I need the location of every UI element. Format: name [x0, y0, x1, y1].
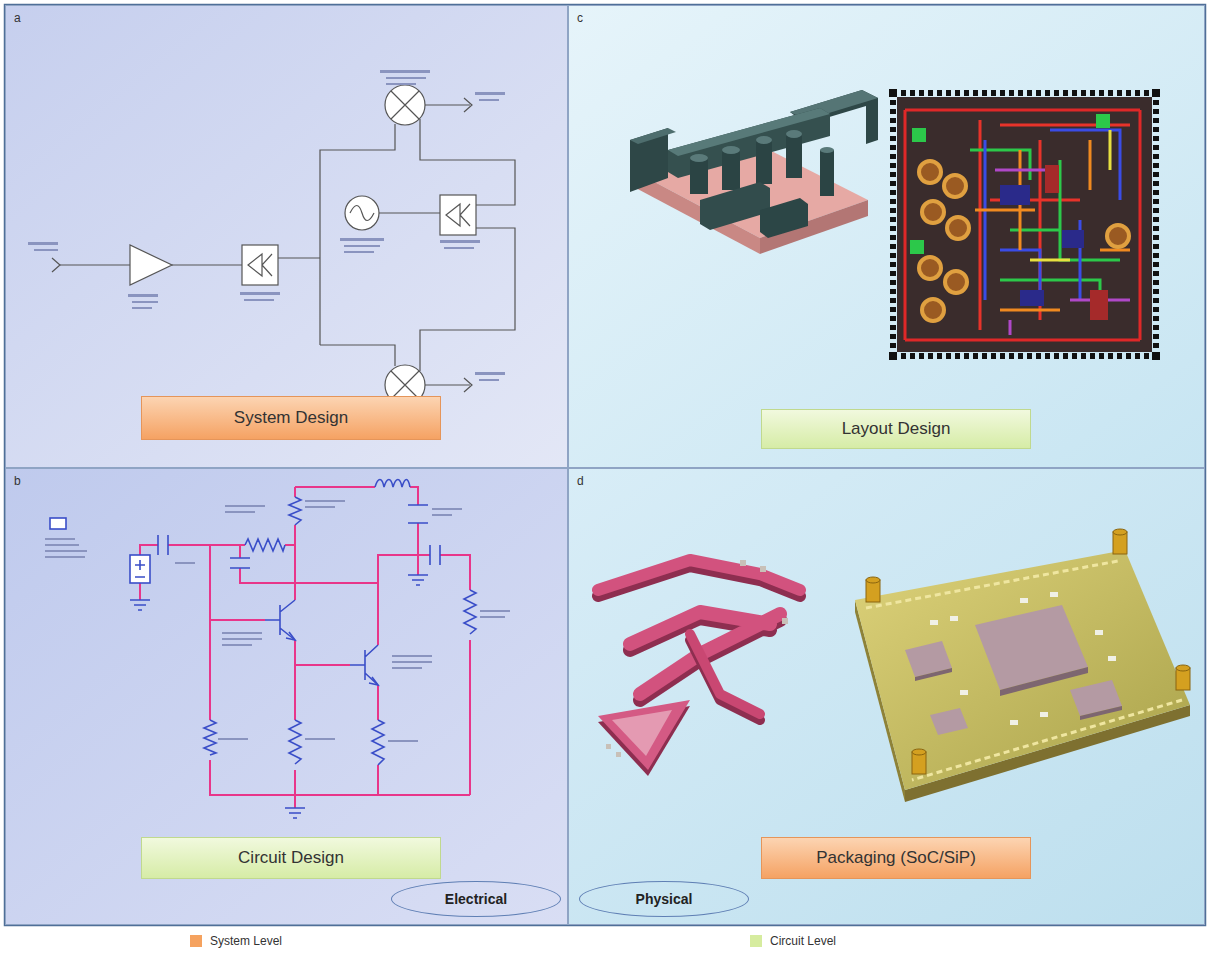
figure-panel: dPackaging (SoC/SiP) Physical [568, 468, 1205, 925]
legend-item: System Level [190, 934, 282, 948]
legend-swatch [750, 935, 762, 947]
pill-text: Physical [636, 891, 693, 907]
panel-letter: b [14, 474, 21, 488]
pill-text: Electrical [445, 891, 507, 907]
domain-pill: Physical [579, 881, 749, 917]
legend-item: Circuit Level [750, 934, 836, 948]
legend-text: System Level [210, 934, 282, 948]
stage-label-box: Packaging (SoC/SiP) [761, 837, 1031, 879]
figure-panel: cLayout Design [568, 5, 1205, 468]
legend-swatch [190, 935, 202, 947]
figure-panel: aSystem Design [5, 5, 568, 468]
stage-label: Layout Design [842, 419, 951, 439]
panel-letter: a [14, 11, 21, 25]
stage-label-box: Circuit Design [141, 837, 441, 879]
stage-label: System Design [234, 408, 348, 428]
domain-pill: Electrical [391, 881, 561, 917]
stage-label: Packaging (SoC/SiP) [816, 848, 976, 868]
figure-panel: bCircuit DesignElectrical [5, 468, 568, 925]
legend-text: Circuit Level [770, 934, 836, 948]
stage-label: Circuit Design [238, 848, 344, 868]
stage-label-box: Layout Design [761, 409, 1031, 449]
panel-letter: d [577, 474, 584, 488]
stage-label-box: System Design [141, 396, 441, 440]
panel-letter: c [577, 11, 583, 25]
